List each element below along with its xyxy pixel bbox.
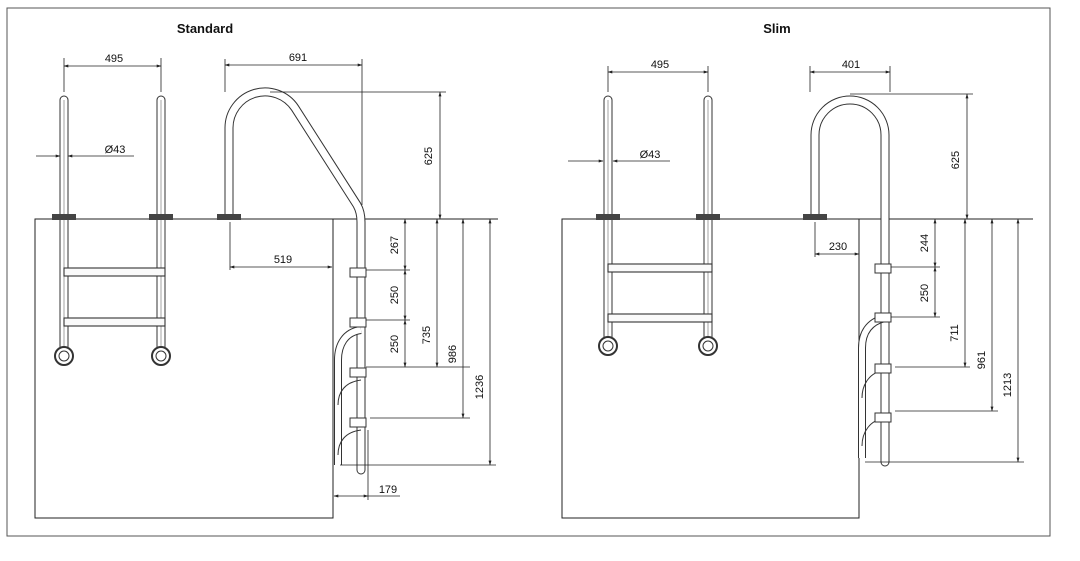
standard-section: Standard 495 <box>34 21 498 519</box>
slim-depth-c-label: 1213 <box>1002 373 1014 397</box>
slim-tube-dia-dim: Ø43 <box>568 149 670 163</box>
standard-depth-dims: 735 986 1236 <box>340 218 496 466</box>
standard-front-step-1 <box>63 267 166 277</box>
standard-step1-label: 267 <box>389 236 401 254</box>
standard-depth-a-label: 735 <box>421 326 433 344</box>
slim-deck-to-wall-label: 230 <box>829 241 847 253</box>
slim-width-side-label: 401 <box>842 59 860 71</box>
slim-width-front-dim: 495 <box>607 59 709 92</box>
slim-deck-to-wall-dim: 230 <box>814 222 860 257</box>
slim-above-deck-label: 625 <box>950 151 962 169</box>
slim-step-dims: 244 250 <box>891 218 998 412</box>
standard-step2-label: 250 <box>389 286 401 304</box>
slim-section: Slim 495 Ø43 <box>561 21 1033 519</box>
standard-front-step-2 <box>63 317 166 327</box>
slim-front-step-2 <box>607 313 713 323</box>
standard-pool-front <box>34 218 334 519</box>
standard-front-ladder <box>52 95 173 366</box>
slim-depth-a-label: 711 <box>949 324 961 342</box>
standard-title: Standard <box>177 21 233 36</box>
slim-width-front-label: 495 <box>651 59 669 71</box>
slim-above-deck-dim: 625 <box>850 93 973 220</box>
standard-width-front-dim: 495 <box>63 53 162 92</box>
standard-step3-label: 250 <box>389 335 401 353</box>
standard-tube-dia-label: Ø43 <box>105 144 126 156</box>
slim-step2-label: 250 <box>919 284 931 302</box>
standard-deck-to-wall-label: 519 <box>274 254 292 266</box>
slim-tube-dia-label: Ø43 <box>640 149 661 161</box>
standard-depth-c-label: 1236 <box>474 375 486 399</box>
slim-title: Slim <box>763 21 790 36</box>
slim-width-side-dim: 401 <box>809 59 891 92</box>
slim-depth-b-label: 961 <box>976 351 988 369</box>
standard-step-dims: 267 250 250 <box>366 218 470 419</box>
slim-depth-dims: 711 961 1213 <box>865 218 1024 463</box>
standard-wall-offset-dim: 179 <box>333 430 400 500</box>
slim-front-step-1 <box>607 263 713 273</box>
standard-width-front-label: 495 <box>105 53 123 65</box>
standard-tube-dia-dim: Ø43 <box>36 144 134 158</box>
slim-step1-label: 244 <box>919 234 931 252</box>
standard-above-deck-label: 625 <box>423 147 435 165</box>
standard-wall-offset-label: 179 <box>379 484 397 496</box>
standard-width-side-dim: 691 <box>224 52 363 205</box>
slim-side-ladder <box>803 95 892 467</box>
standard-depth-b-label: 986 <box>447 345 459 363</box>
standard-width-side-label: 691 <box>289 52 307 64</box>
standard-deck-to-wall-dim: 519 <box>229 222 333 270</box>
standard-above-deck-dim: 625 <box>270 91 446 220</box>
drawing-frame <box>6 7 1051 537</box>
standard-side-ladder <box>217 87 367 475</box>
slim-front-ladder <box>596 95 720 356</box>
